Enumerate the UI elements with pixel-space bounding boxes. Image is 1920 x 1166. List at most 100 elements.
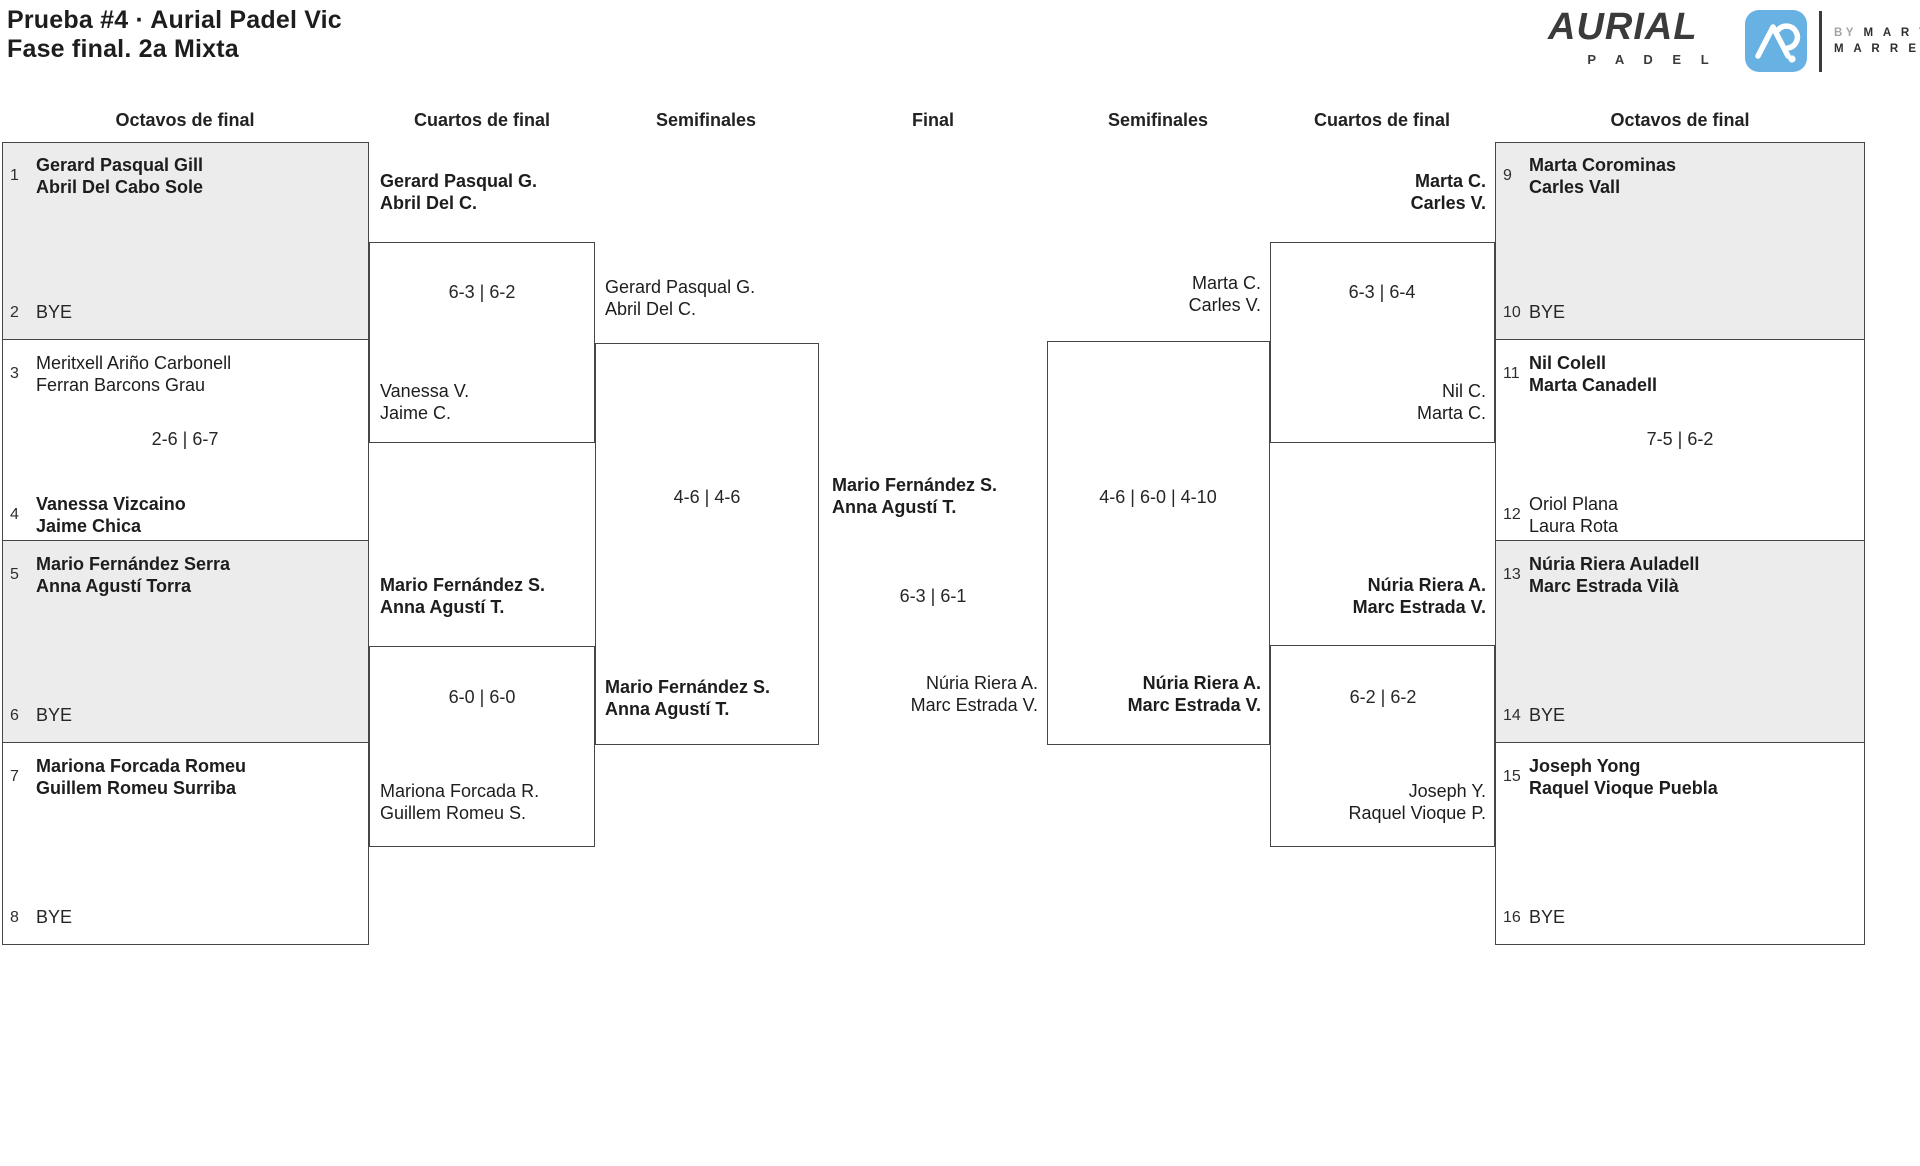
player-name: Vanessa V. xyxy=(380,381,470,401)
r16-left-3-team-b: 6 BYE xyxy=(10,705,360,726)
logo-by-name1: M A R T A xyxy=(1863,27,1920,39)
aurial-logo: AURIAL P A D E L BY M A R T A M A R R E … xyxy=(1548,6,1920,78)
qf-left-2-team-a: Mario Fernández S. Anna Agustí T. xyxy=(380,574,590,618)
player-name: Joseph Y. xyxy=(1408,781,1486,801)
player-name: Jaime C. xyxy=(380,403,452,423)
aurial-mark-icon xyxy=(1745,10,1807,72)
player-name: Núria Riera A. xyxy=(1367,575,1486,595)
match-score: 6-2 | 6-2 xyxy=(1349,687,1417,707)
r16-right-4-team-a: 15 Joseph Yong Raquel Vioque Puebla xyxy=(1503,755,1853,799)
match-score: 4-6 | 4-6 xyxy=(673,487,741,507)
player-name: Marta Canadell xyxy=(1529,375,1658,395)
seed-number: 13 xyxy=(1503,566,1521,583)
player-name: Marc Estrada V. xyxy=(910,695,1038,715)
seed-number: 5 xyxy=(10,566,19,583)
team-label: Marta Corominas Carles Vall xyxy=(1529,154,1676,198)
match-score: 6-3 | 6-4 xyxy=(1348,282,1416,302)
player-name: Ferran Barcons Grau xyxy=(36,375,206,395)
team-label: Nil Colell Marta Canadell xyxy=(1529,352,1657,396)
seed-number: 1 xyxy=(10,167,19,184)
player-name: Núria Riera A. xyxy=(1142,673,1261,693)
seed-number: 8 xyxy=(10,908,19,926)
seed-number: 9 xyxy=(1503,167,1512,184)
player-name: Gerard Pasqual G. xyxy=(605,277,756,297)
r16-right-1-team-b: 10 BYE xyxy=(1503,302,1853,323)
r16-right-2-team-a: 11 Nil Colell Marta Canadell xyxy=(1503,352,1853,396)
match-box-r16-right-2 xyxy=(1495,340,1865,541)
match-box-r16-right-1 xyxy=(1495,142,1865,340)
match-box-qf-left-2 xyxy=(369,646,595,847)
team-label: Núria Riera Auladell Marc Estrada Vilà xyxy=(1529,553,1699,597)
player-name: Marc Estrada Vilà xyxy=(1529,576,1679,596)
seed-number: 12 xyxy=(1503,506,1521,523)
logo-byline-line2: M A R R E R O xyxy=(1834,43,1920,55)
final-team-a: Mario Fernández S. Anna Agustí T. xyxy=(832,474,1052,518)
logo-by-label: BY xyxy=(1834,27,1857,39)
player-name: Marta Corominas xyxy=(1529,155,1677,175)
aurial-mark-glyph xyxy=(1755,23,1801,63)
page-title-line1: Prueba #4 · Aurial Padel Vic xyxy=(7,6,342,34)
bye-label: BYE xyxy=(36,907,73,927)
header-r16-right: Octavos de final xyxy=(1610,110,1750,130)
player-name: Marta C. xyxy=(1414,171,1486,191)
player-name: Marta C. xyxy=(1416,403,1486,423)
r16-left-1-team-b: 2 BYE xyxy=(10,302,360,323)
match-box-qf-left-1 xyxy=(369,242,595,443)
player-name: Mariona Forcada Romeu xyxy=(36,756,247,776)
r16-left-2-team-a: 3 Meritxell Ariño Carbonell Ferran Barco… xyxy=(10,352,360,396)
logo-byline: BY M A R T A M A R R E R O xyxy=(1834,25,1920,57)
bye-label: BYE xyxy=(36,705,73,725)
r16-right-4-team-b: 16 BYE xyxy=(1503,907,1853,928)
player-name: Laura Rota xyxy=(1529,516,1619,536)
r16-left-3-team-a: 5 Mario Fernández Serra Anna Agustí Torr… xyxy=(10,553,360,597)
match-score: 7-5 | 6-2 xyxy=(1646,429,1714,449)
player-name: Oriol Plana xyxy=(1529,494,1619,514)
bye-label: BYE xyxy=(36,302,73,322)
player-name: Núria Riera Auladell xyxy=(1529,554,1700,574)
seed-number: 14 xyxy=(1503,706,1521,724)
seed-number: 3 xyxy=(10,365,19,382)
bye-label: BYE xyxy=(1529,705,1566,725)
match-box-r16-left-2 xyxy=(2,340,369,541)
player-name: Mario Fernández Serra xyxy=(36,554,231,574)
r16-left-4-team-b: 8 BYE xyxy=(10,907,360,928)
aurial-wordmark: AURIAL xyxy=(1548,6,1698,48)
qf-right-1-team-b: Nil C. Marta C. xyxy=(1186,380,1486,424)
player-name: Gerard Pasqual Gill xyxy=(36,155,204,175)
match-box-r16-left-3 xyxy=(2,541,369,743)
team-label: Oriol Plana Laura Rota xyxy=(1529,493,1618,537)
bye-label: BYE xyxy=(1529,302,1566,322)
player-name: Raquel Vioque Puebla xyxy=(1529,778,1718,798)
final-score: 6-3 | 6-1 xyxy=(899,586,967,606)
match-box-r16-right-3 xyxy=(1495,541,1865,743)
player-name: Mario Fernández S. xyxy=(605,677,771,697)
match-score: 6-3 | 6-2 xyxy=(448,282,516,302)
player-name: Mario Fernández S. xyxy=(380,575,546,595)
page-title-line2: Fase final. 2a Mixta xyxy=(7,35,239,63)
player-name: Núria Riera A. xyxy=(925,673,1038,693)
match-box-sf-right xyxy=(1047,341,1270,745)
team-label: Meritxell Ariño Carbonell Ferran Barcons… xyxy=(36,352,231,396)
player-name: Raquel Vioque P. xyxy=(1348,803,1486,823)
r16-right-3-team-b: 14 BYE xyxy=(1503,705,1853,726)
player-name: Anna Agustí T. xyxy=(605,699,730,719)
player-name: Abril Del C. xyxy=(380,193,478,213)
sf-right-team-a: Marta C. Carles V. xyxy=(961,272,1261,316)
seed-number: 11 xyxy=(1503,365,1520,382)
header-qf-left: Cuartos de final xyxy=(413,110,551,130)
match-score: 6-0 | 6-0 xyxy=(448,687,516,707)
player-name: Carles V. xyxy=(1410,193,1486,213)
r16-left-2-team-b: 4 Vanessa Vizcaino Jaime Chica xyxy=(10,493,360,537)
r16-left-1-team-a: 1 Gerard Pasqual Gill Abril Del Cabo Sol… xyxy=(10,154,360,198)
player-name: Abril Del Cabo Sole xyxy=(36,177,204,197)
team-label: Gerard Pasqual Gill Abril Del Cabo Sole xyxy=(36,154,203,198)
player-name: Nil C. xyxy=(1442,381,1486,401)
sf-left-team-b: Mario Fernández S. Anna Agustí T. xyxy=(605,676,810,720)
r16-right-3-team-a: 13 Núria Riera Auladell Marc Estrada Vil… xyxy=(1503,553,1853,597)
seed-number: 2 xyxy=(10,303,19,321)
seed-number: 10 xyxy=(1503,303,1521,321)
header-final: Final xyxy=(911,110,955,130)
r16-right-1-team-a: 9 Marta Corominas Carles Vall xyxy=(1503,154,1853,198)
header-r16-left: Octavos de final xyxy=(115,110,255,130)
